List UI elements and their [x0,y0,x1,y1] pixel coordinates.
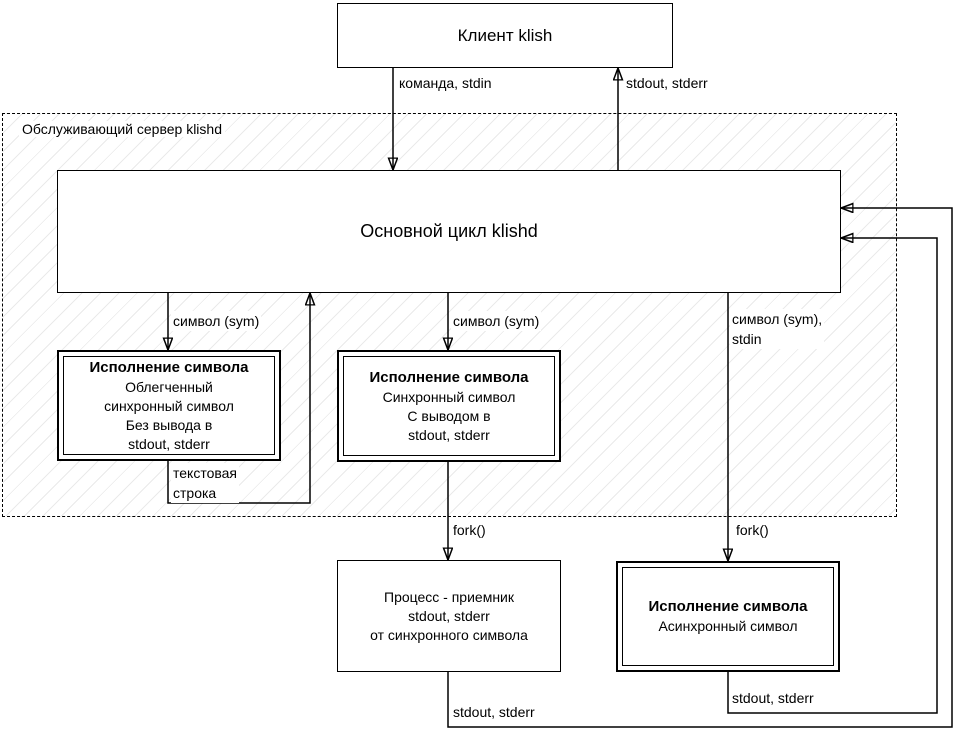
receiver-line1: Процесс - приемник [384,588,514,605]
edge-label-sym-light-return: текстовая строка [171,463,240,503]
edge-label-fork-async: fork() [734,520,771,540]
sym-light-line4: stdout, stderr [128,435,210,452]
receiver-line3: от синхронного символа [370,626,528,643]
sym-async-box: Исполнение символа Асинхронный символ [616,561,840,672]
sym-light-line2: синхронный символ [104,397,234,414]
edge-label-main-to-sym-async: символ (sym), stdin [730,309,825,349]
client-klish-box: Клиент klish [337,3,673,68]
main-loop-box: Основной цикл klishd [57,170,841,293]
edge-label-fork-sync: fork() [451,520,488,540]
sym-async-line1: Асинхронный символ [658,618,798,634]
receiver-line2: stdout, stderr [408,607,490,624]
sym-sync-line3: stdout, stderr [408,426,490,443]
sym-sync-title: Исполнение символа [369,368,529,386]
edge-async-to-main-line [727,238,938,714]
sym-sync-box: Исполнение символа Синхронный символ С в… [337,350,561,462]
server-group-label: Обслуживающий сервер klishd [19,121,225,137]
sym-light-line1: Облегченный [125,378,213,395]
sym-async-title: Исполнение символа [648,598,808,615]
edge-label-main-to-sym-light: символ (sym) [171,311,262,331]
edge-label-client-to-main: команда, stdin [397,73,494,93]
edge-label-receiver-to-main: stdout, stderr [451,702,537,722]
receiver-process-box: Процесс - приемник stdout, stderr от син… [337,560,561,672]
sym-light-line3: Без вывода в [125,416,213,433]
sym-light-inner-box: Исполнение символа Облегченный синхронны… [63,356,275,455]
edge-sym-light-return-line [167,293,310,504]
sym-light-title: Исполнение символа [89,358,249,376]
sym-async-inner-box: Исполнение символа Асинхронный символ [622,567,834,666]
sym-sync-line2: С выводом в [407,407,491,424]
edge-label-main-to-sym-sync: символ (sym) [451,311,542,331]
client-klish-label: Клиент klish [457,25,553,45]
edge-label-main-to-client: stdout, stderr [624,73,710,93]
sym-sync-inner-box: Исполнение символа Синхронный символ С в… [343,356,555,456]
edge-label-async-to-main: stdout, stderr [730,688,816,708]
main-loop-label: Основной цикл klishd [360,221,538,241]
sym-light-box: Исполнение символа Облегченный синхронны… [57,350,281,461]
edge-receiver-to-main-line [447,208,953,728]
sym-sync-line1: Синхронный символ [382,388,516,405]
